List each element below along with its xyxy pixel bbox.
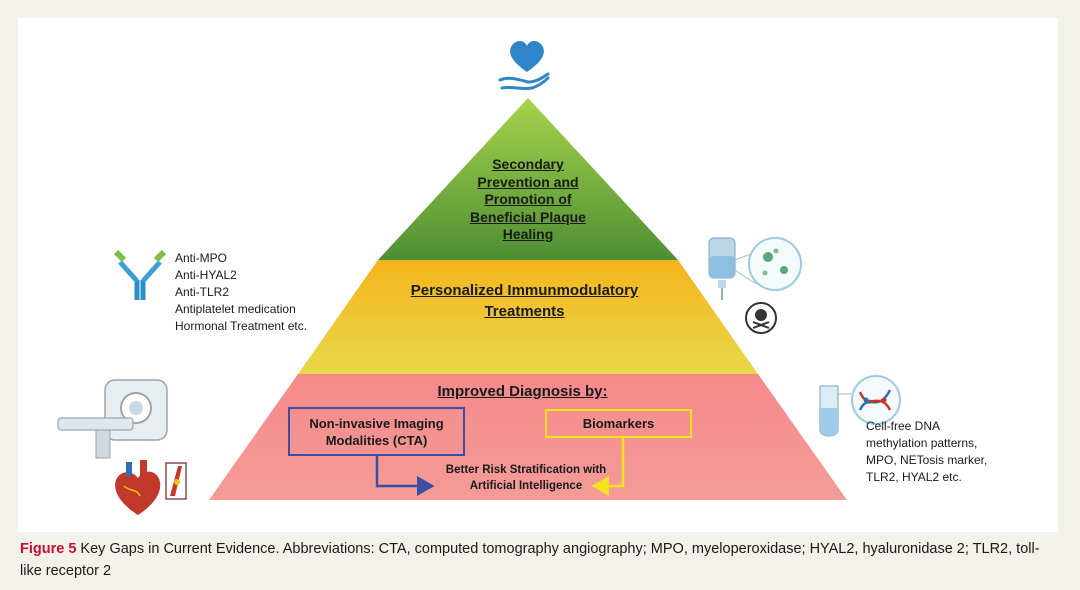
biomarker-arrow: [591, 438, 625, 496]
pyramid-top-tier: [378, 98, 678, 260]
test-tube-icon: [819, 385, 852, 437]
bottom-tier-title: Improved Diagnosis by:: [437, 383, 608, 400]
top-tier-line: Beneficial Plaque: [470, 208, 586, 225]
treatment-list: Anti-MPO Anti-HYAL2 Anti-TLR2 Antiplatel…: [175, 250, 365, 335]
top-tier-line: Prevention and: [477, 173, 579, 190]
pyramid-bottom-tier: [209, 374, 847, 500]
caption-text: Key Gaps in Current Evidence. Abbreviati…: [20, 541, 1040, 579]
treatment-item: Anti-HYAL2: [175, 268, 237, 282]
imaging-arrow: [375, 456, 435, 496]
biomarker-item: Cell-free DNA: [866, 419, 941, 433]
biomarker-item: TLR2, HYAL2 etc.: [866, 470, 962, 484]
biomarker-item: methylation patterns,: [866, 436, 978, 450]
dna-molecule-icon: [851, 375, 901, 425]
biomarker-list: Cell-free DNA methylation patterns, MPO,…: [866, 418, 1056, 486]
top-tier-line: Promotion of: [484, 191, 572, 207]
antibody-icon: [113, 249, 167, 300]
treatment-item: Hormonal Treatment etc.: [175, 319, 308, 333]
heart-hand-icon: [498, 40, 550, 91]
imaging-box-line: Non-invasive Imaging: [309, 416, 444, 431]
biomarkers-box: Biomarkers: [545, 409, 692, 438]
top-tier-line: Secondary: [492, 156, 564, 172]
risk-stratification-label: Better Risk Stratification with Artifici…: [428, 462, 624, 494]
pyramid-middle-tier: [298, 260, 758, 374]
figure-label: Figure 5: [20, 541, 77, 557]
risk-line: Better Risk Stratification with: [445, 464, 607, 476]
figure-caption: Figure 5 Key Gaps in Current Evidence. A…: [20, 538, 1060, 582]
iv-drip-icon: [708, 237, 757, 300]
biomarker-item: MPO, NETosis marker,: [866, 453, 988, 467]
artery-plaque-icon: [165, 462, 187, 500]
middle-tier-line: Treatments: [484, 303, 565, 320]
skull-crossbones-icon: [745, 302, 777, 334]
ct-scanner-icon: [57, 379, 168, 459]
top-tier-line: Healing: [502, 226, 554, 242]
imaging-modalities-box: Non-invasive Imaging Modalities (CTA): [288, 407, 465, 456]
risk-line: Artificial Intelligence: [469, 480, 583, 492]
treatment-item: Antiplatelet medication: [175, 302, 296, 316]
top-tier-label: Secondary Prevention and Promotion of Be…: [448, 156, 608, 244]
treatment-item: Anti-MPO: [175, 251, 228, 265]
middle-tier-line: Personalized Immunmodulatory: [410, 282, 639, 299]
heart-anatomy-icon: [115, 460, 161, 515]
treatment-item: Anti-TLR2: [175, 285, 230, 299]
bacteria-icon: [748, 237, 802, 291]
imaging-box-line: Modalities (CTA): [325, 433, 428, 448]
middle-tier-label: Personalized Immunmodulatory Treatments: [372, 280, 677, 322]
